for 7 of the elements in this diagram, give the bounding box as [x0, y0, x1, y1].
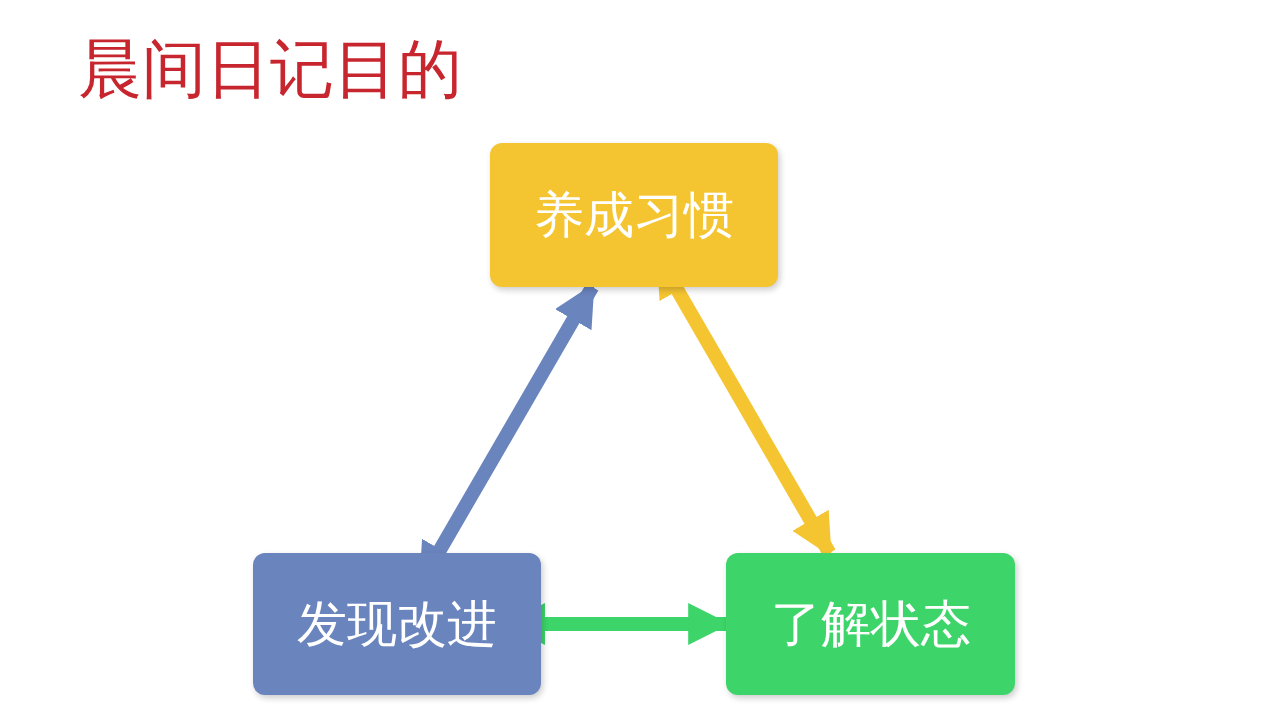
process-box	[490, 143, 778, 287]
title: 晨间日记目的	[78, 31, 462, 108]
process-box	[726, 553, 1015, 695]
node-label: 养成习惯	[534, 184, 734, 246]
node-label: 发现改进	[297, 593, 497, 655]
node-label: 了解状态	[770, 593, 971, 655]
process-box	[253, 553, 541, 695]
